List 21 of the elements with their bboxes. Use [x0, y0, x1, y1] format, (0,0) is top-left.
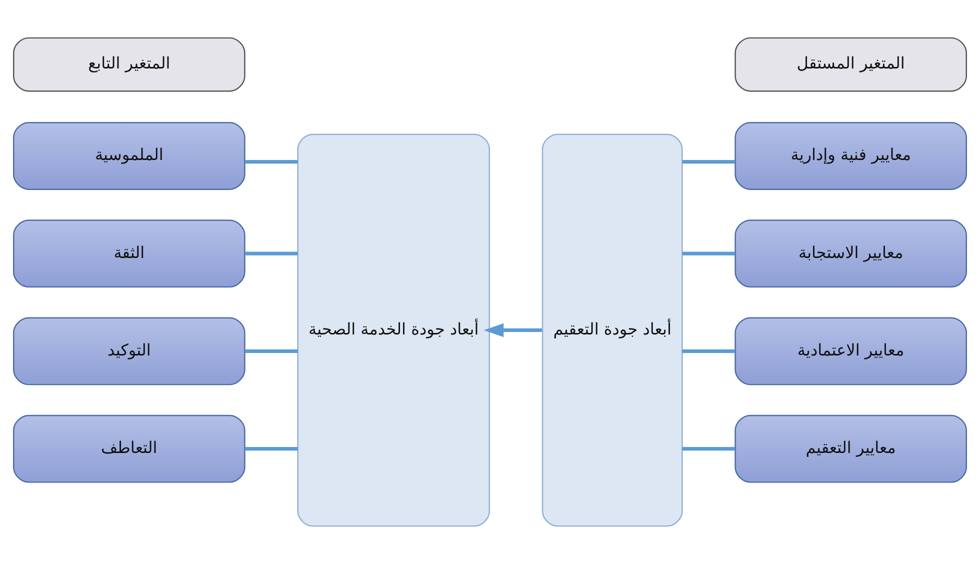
connector — [244, 348, 298, 353]
node-box: أبعاد جودة الخدمة الصحية — [297, 133, 490, 526]
node-box: المتغير المستقل — [734, 36, 967, 92]
node-box: معايير التعقيم — [734, 414, 967, 482]
node-box: معايير فنية وإدارية — [734, 121, 967, 190]
connector — [244, 446, 298, 450]
connector — [682, 159, 736, 164]
connector — [244, 251, 298, 255]
connector — [682, 348, 736, 353]
node-box: التوكيد — [13, 316, 246, 385]
connector — [244, 159, 298, 164]
arrow — [484, 322, 542, 337]
node-box: الثقة — [13, 219, 246, 288]
node-box: معايير الاستجابة — [734, 219, 967, 288]
connector — [682, 446, 736, 450]
node-box: معايير الاعتمادية — [734, 316, 967, 385]
node-box: التعاطف — [13, 414, 246, 482]
node-box: الملموسية — [13, 121, 246, 190]
node-box: المتغير التابع — [13, 36, 246, 92]
connector — [682, 251, 736, 255]
node-box: أبعاد جودة التعقيم — [542, 133, 683, 526]
